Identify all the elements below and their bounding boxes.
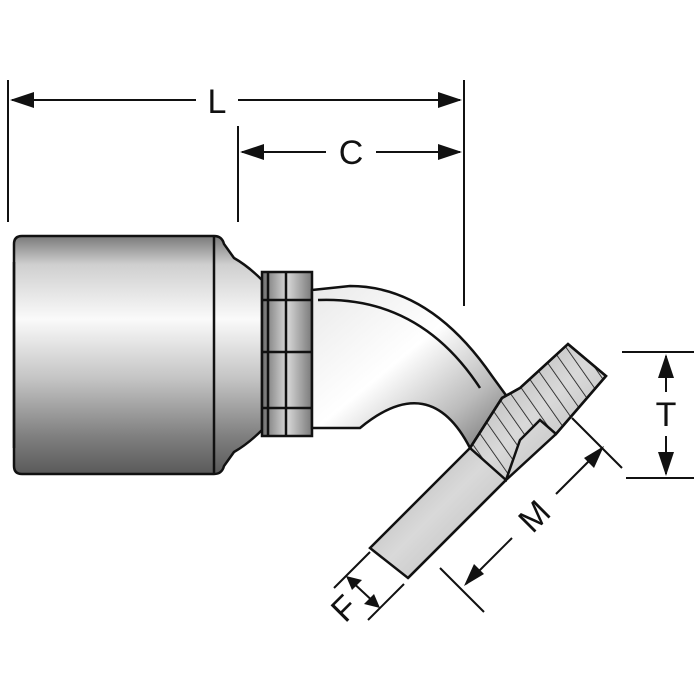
dimension-t-label: T bbox=[656, 396, 677, 434]
dimension-c: C bbox=[237, 126, 462, 222]
dimension-l-label: L bbox=[208, 83, 227, 121]
dimension-m-label: M bbox=[511, 493, 558, 540]
dimension-t: T bbox=[622, 351, 694, 479]
fitting-body bbox=[12, 234, 608, 580]
ferrule bbox=[12, 234, 264, 476]
dimension-f-label: F bbox=[324, 588, 366, 630]
bent-tube bbox=[310, 284, 510, 451]
dimension-l: L bbox=[7, 80, 465, 306]
dimension-c-label: C bbox=[339, 134, 364, 172]
